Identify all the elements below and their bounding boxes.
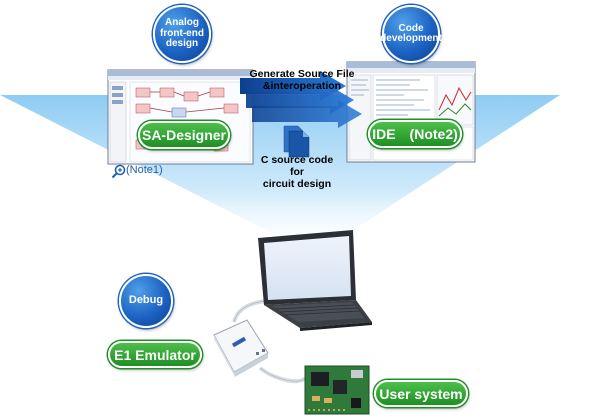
e1-emulator-label: E1 Emulator [108,341,202,368]
e1-emulator-device [213,319,269,377]
c-source-code-label: C source code for circuit design [260,154,334,191]
sa-designer-label: SA-Designer [138,121,230,149]
magnifier-icon [111,164,126,179]
user-system-board [304,365,370,415]
laptop [258,230,372,331]
c-source-file-icon [283,125,310,158]
debug-circle: Debug [119,274,173,328]
ide-label: IDE (Note2) [368,120,462,148]
generate-source-file-label: Generate Source File &interoperation [249,68,355,93]
analog-front-end-design-circle: Analog front-end design [153,5,211,63]
user-system-label: User system [374,380,468,407]
code-development-circle: Code development [380,5,442,63]
note1-link[interactable]: (Note1) [126,164,163,176]
sa-designer-window [107,69,254,165]
generate-arrows [240,71,362,128]
